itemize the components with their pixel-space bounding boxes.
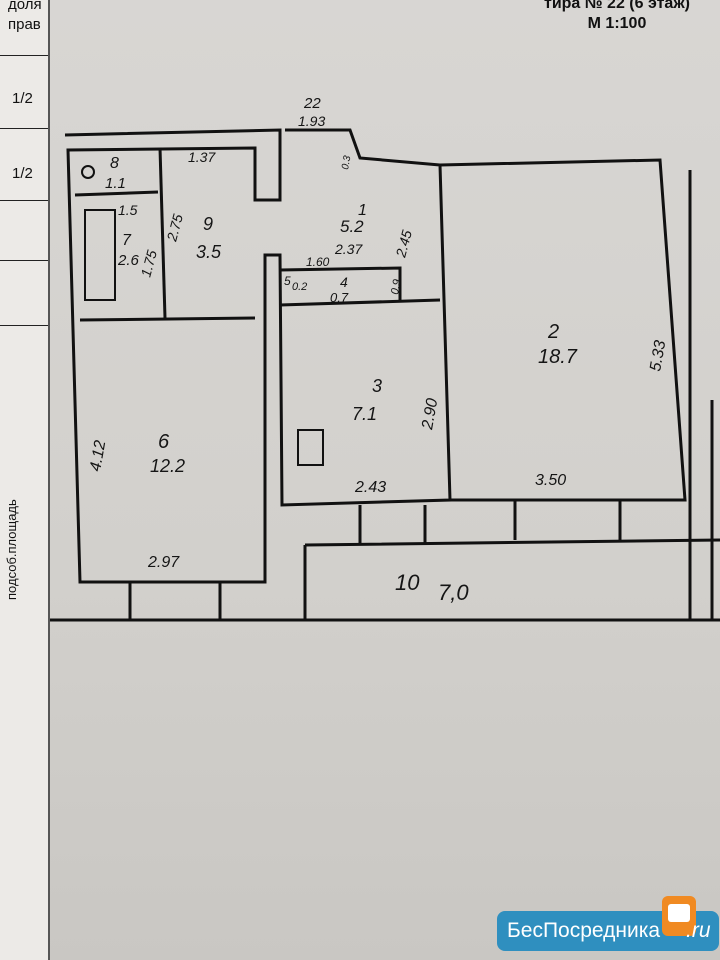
- room-5-num: 5: [284, 274, 291, 288]
- room-10-num: 10: [395, 570, 420, 595]
- room-1-area: 5.2: [340, 217, 364, 236]
- share-row-2: 1/2: [12, 165, 33, 182]
- room-7-num: 7: [122, 232, 132, 249]
- watermark-logo: БесПосредника: [497, 911, 719, 951]
- dim-1-37: 1.37: [188, 149, 216, 165]
- dim-5-33: 5.33: [647, 339, 669, 373]
- room-4-num: 4: [340, 274, 348, 290]
- dim-1-60: 1.60: [306, 255, 330, 269]
- col-rights: прав: [8, 16, 41, 33]
- room-9-num: 9: [203, 214, 213, 234]
- room-1-num: 1: [358, 202, 367, 219]
- room-3-area: 7.1: [352, 404, 377, 424]
- dim-2-37: 2.37: [334, 241, 363, 257]
- room-10-area: 7,0: [438, 580, 469, 605]
- dim-1-75: 1.75: [137, 248, 160, 279]
- room-labels: 8 1.1 7 2.6 9 3.5 1 5.2 2 18.7 3 7.1 4 0…: [105, 95, 578, 605]
- room-22-area: 1.93: [298, 113, 325, 129]
- room-5-area: 0.2: [292, 281, 307, 293]
- apartment-title: тира № 22 (6 этаж): [543, 0, 690, 12]
- dim-2-90: 2.90: [419, 397, 441, 432]
- room-8-num: 8: [110, 155, 119, 172]
- mascot-icon: [662, 896, 696, 936]
- col-share: доля: [8, 0, 42, 13]
- room-8-area: 1.1: [105, 175, 126, 192]
- room-9-area: 3.5: [196, 242, 222, 262]
- dim-3-50: 3.50: [535, 472, 566, 489]
- room-4-area: 0.7: [330, 290, 349, 305]
- room-7-area: 2.6: [117, 252, 140, 269]
- room-6-area: 12.2: [150, 456, 185, 476]
- dim-2-45: 2.45: [392, 228, 415, 260]
- side-table: доля прав 1/2 1/2 подсоб.площадь: [0, 0, 50, 960]
- dim-2-97: 2.97: [147, 554, 180, 571]
- room-6-num: 6: [158, 431, 170, 453]
- share-row-1: 1/2: [12, 90, 33, 107]
- dimension-labels: 1.37 1.5 2.75 1.75 2.37 2.45 1.60 0.9 0.…: [87, 149, 669, 571]
- dim-0-3: 0.3: [340, 154, 353, 170]
- room-3-num: 3: [372, 376, 382, 396]
- dim-1-5: 1.5: [118, 202, 138, 218]
- dim-4-12: 4.12: [87, 439, 109, 473]
- dim-2-75: 2.75: [163, 212, 186, 244]
- dim-0-9: 0.9: [389, 278, 403, 295]
- watermark-tld: .ru: [686, 919, 711, 942]
- room-2-area: 18.7: [538, 346, 578, 368]
- walls: [50, 128, 720, 622]
- plan-header: тира № 22 (6 этаж) М 1:100: [544, 0, 690, 34]
- room-2-num: 2: [547, 321, 559, 343]
- room-22-num: 22: [303, 95, 321, 112]
- dim-2-43: 2.43: [354, 479, 386, 496]
- watermark-brand: БесПосредника: [507, 919, 661, 942]
- scale-label: М 1:100: [587, 15, 647, 32]
